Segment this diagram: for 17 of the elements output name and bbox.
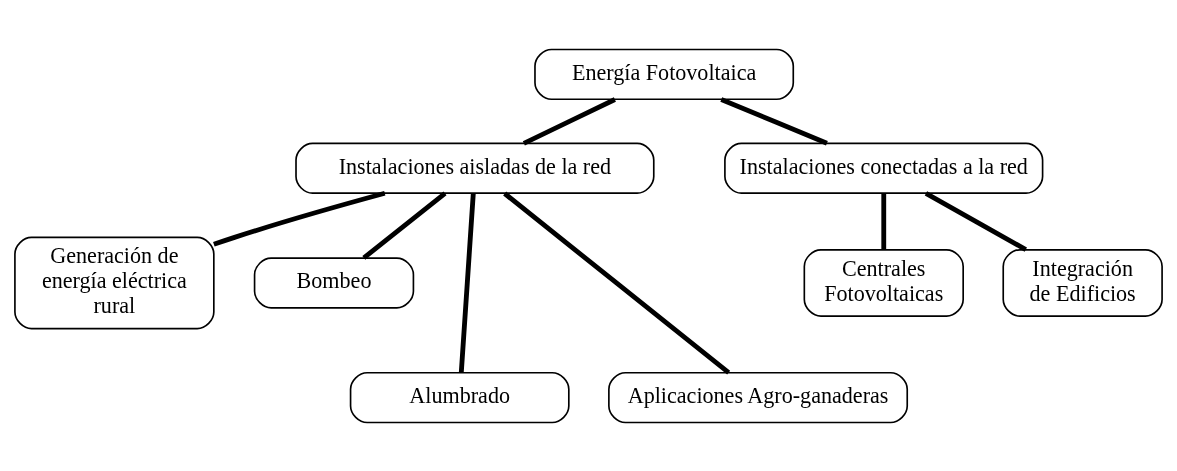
connector bbox=[503, 191, 731, 375]
node-box: Bombeo bbox=[253, 256, 415, 309]
node-box: Integración de Edificios bbox=[1002, 248, 1163, 317]
node-box: Generación de energía eléctrica rural bbox=[14, 236, 215, 329]
connector bbox=[458, 192, 476, 373]
node-box: Aplicaciones Agro-ganaderas bbox=[608, 371, 909, 423]
connector bbox=[213, 190, 386, 247]
node-box: Centrales Fotovoltaicas bbox=[803, 248, 964, 317]
connector bbox=[924, 190, 1027, 252]
node-box: Energía Fotovoltaica bbox=[534, 48, 795, 100]
connector bbox=[522, 96, 616, 145]
connector bbox=[881, 192, 887, 249]
node-box: Instalaciones conectadas a la red bbox=[724, 142, 1044, 194]
node-box: Instalaciones aisladas de la red bbox=[295, 142, 655, 194]
connector bbox=[362, 191, 447, 260]
node-box: Alumbrado bbox=[349, 371, 570, 423]
connector bbox=[720, 96, 828, 146]
